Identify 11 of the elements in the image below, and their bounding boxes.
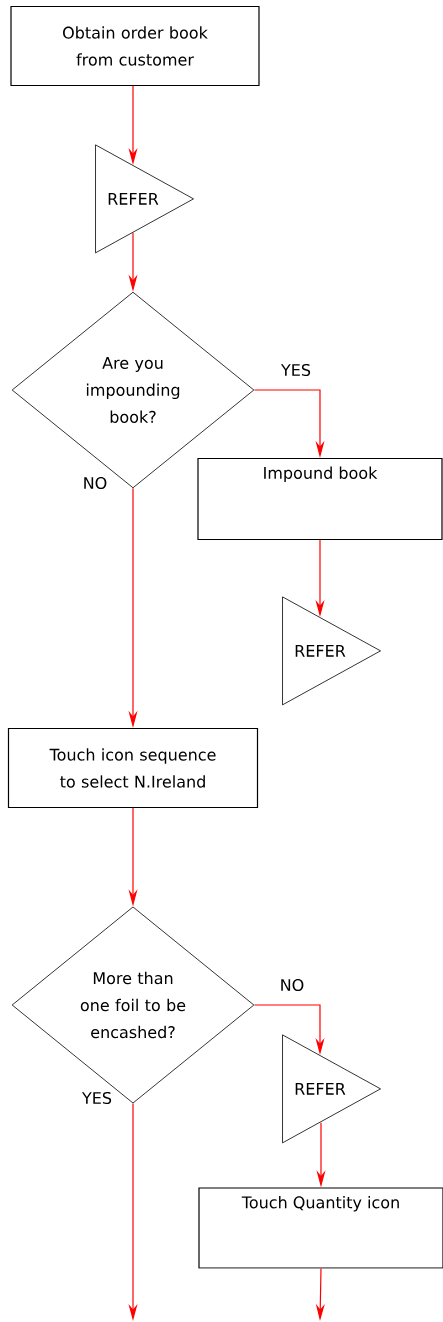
edge-label: YES bbox=[81, 1090, 113, 1106]
process-box: Touch Quantity icon bbox=[198, 1187, 443, 1269]
edge-label: NO bbox=[81, 475, 109, 491]
refer-triangle: REFER bbox=[282, 596, 381, 706]
edge-label: NO bbox=[278, 977, 306, 993]
edge-label: YES bbox=[280, 362, 312, 378]
refer-triangle: REFER bbox=[282, 1034, 381, 1144]
refer-triangle: REFER bbox=[95, 144, 194, 254]
process-box: Obtain order book from customer bbox=[10, 5, 260, 87]
process-box: Impound book bbox=[197, 457, 443, 541]
process-box: Touch icon sequence to select N.Ireland bbox=[7, 727, 259, 809]
